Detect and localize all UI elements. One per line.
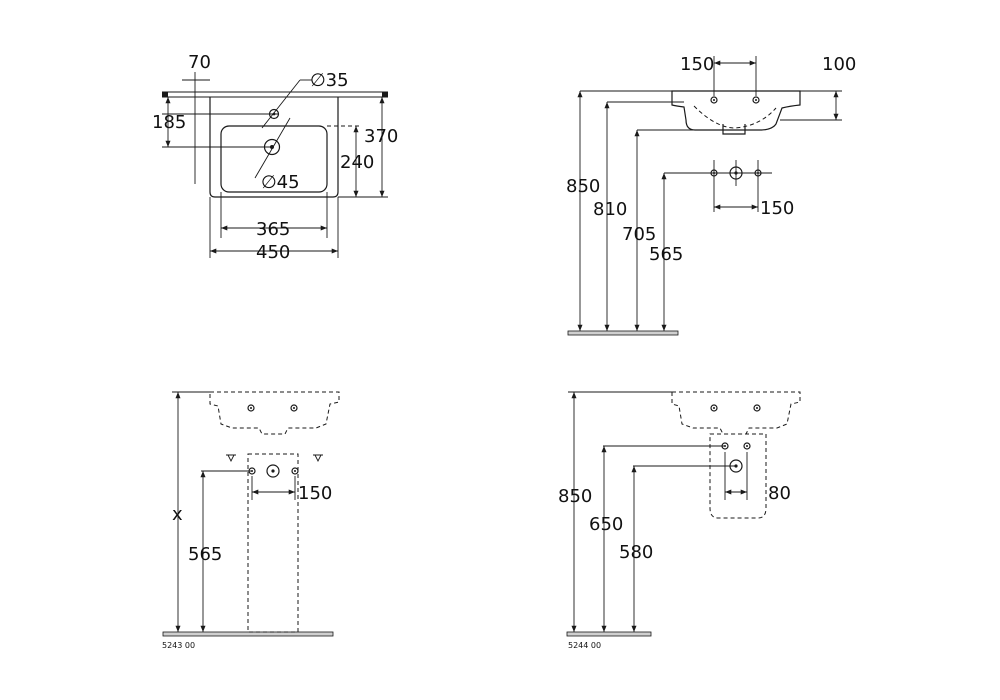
dim-100: 100 (822, 54, 856, 75)
arrow-down-right-icon (313, 454, 323, 463)
dim-565-side: 565 (649, 244, 683, 265)
dim-450: 450 (256, 242, 290, 263)
basin-front-dashed (209, 391, 340, 435)
dim-240: 240 (340, 152, 374, 173)
bowl-inner-plan (220, 125, 328, 193)
product-code-5243: 5243 00 (162, 641, 195, 650)
dim-705: 705 (622, 224, 656, 245)
pedestal-view: x 565 150 5243 00 (162, 391, 340, 650)
semi-supply-left-icon (721, 442, 729, 450)
dim-850-side: 850 (566, 176, 600, 197)
arrow-down-left-icon (226, 454, 236, 463)
dim-650: 650 (589, 514, 623, 535)
pedestal-supply-left-icon (248, 467, 256, 475)
dim-565-pedestal: 565 (188, 544, 222, 565)
dim-580: 580 (619, 542, 653, 563)
semipedestal-view: 850 650 580 80 5244 00 (558, 391, 801, 650)
dim-810: 810 (593, 199, 627, 220)
dim-phi45: ∅45 (261, 172, 300, 193)
top-view-plan: 70 ∅35 185 370 240 ∅45 365 450 (152, 52, 398, 263)
semi-waste-icon (729, 459, 743, 473)
dim-370: 370 (364, 126, 398, 147)
pedestal-waste-icon (266, 464, 280, 478)
floor-strip (567, 330, 679, 336)
pedestal-supply-right-icon (291, 467, 299, 475)
dim-150-bottom: 150 (760, 198, 794, 219)
dim-150-pedestal: 150 (298, 483, 332, 504)
dim-x: x (172, 504, 183, 525)
semipedestal-body (709, 433, 767, 519)
basin-outline-side (671, 90, 801, 131)
pedestal-body (247, 453, 299, 633)
dim-365: 365 (256, 219, 290, 240)
product-code-5244: 5244 00 (568, 641, 601, 650)
dim-185: 185 (152, 112, 186, 133)
side-view-basin: 150 100 850 810 705 565 150 (566, 54, 856, 336)
semi-supply-right-icon (743, 442, 751, 450)
dim-phi35: ∅35 (310, 70, 349, 91)
dim-850-semi: 850 (558, 486, 592, 507)
dim-80: 80 (768, 483, 791, 504)
dim-150-top: 150 (680, 54, 714, 75)
floor-strip-semipedestal (566, 631, 652, 637)
floor-strip-pedestal (162, 631, 334, 637)
wall-mark-left (162, 92, 168, 97)
dim-70: 70 (188, 52, 211, 73)
basin-front-dashed-right (671, 391, 801, 435)
basin-outline-plan (209, 97, 339, 198)
wall-mark-right (382, 92, 388, 97)
